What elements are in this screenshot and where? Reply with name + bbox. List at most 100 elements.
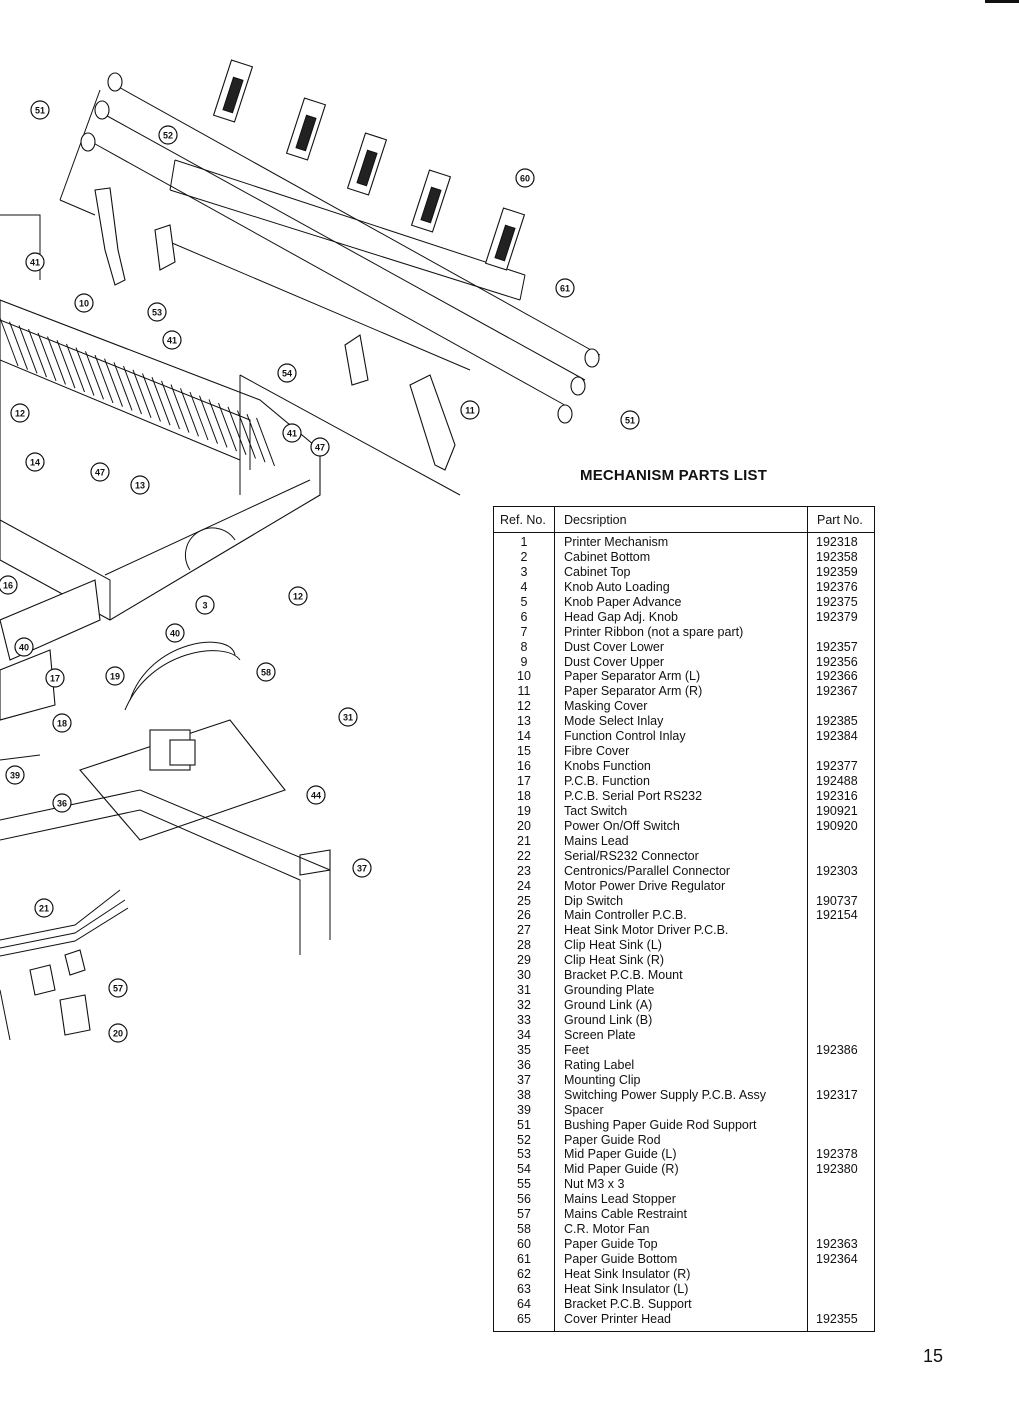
ref-cell: 7 bbox=[520, 624, 528, 639]
platen-slat bbox=[66, 343, 85, 393]
description-cell: Bracket P.C.B. Mount bbox=[564, 968, 683, 983]
svg-text:53: 53 bbox=[152, 308, 162, 318]
ref-cell: 60 bbox=[517, 1237, 531, 1252]
table-row: 62 Heat Sink Insulator (R) bbox=[494, 1267, 874, 1282]
description-cell: C.R. Motor Fan bbox=[564, 1222, 650, 1237]
ref-cell: 36 bbox=[517, 1057, 531, 1072]
callout-31: 31 bbox=[338, 707, 358, 727]
callout-58: 58 bbox=[256, 662, 276, 682]
table-row: 36 Rating Label bbox=[494, 1058, 874, 1073]
ref-cell: 53 bbox=[517, 1147, 531, 1162]
description-cell: Masking Cover bbox=[564, 699, 648, 714]
callout-13: 13 bbox=[130, 475, 150, 495]
description-cell: Heat Sink Motor Driver P.C.B. bbox=[564, 923, 729, 938]
callout-19: 19 bbox=[105, 666, 125, 686]
platen-slat bbox=[161, 380, 180, 430]
svg-text:19: 19 bbox=[110, 672, 120, 682]
svg-text:10: 10 bbox=[79, 299, 89, 309]
svg-text:57: 57 bbox=[113, 984, 123, 994]
description-cell: Head Gap Adj. Knob bbox=[564, 609, 678, 624]
callout-12: 12 bbox=[288, 586, 308, 606]
platen-slat bbox=[104, 358, 123, 407]
description-cell: Tact Switch bbox=[564, 803, 628, 818]
svg-text:44: 44 bbox=[311, 791, 321, 801]
callout-14: 14 bbox=[25, 452, 45, 472]
description-cell: P.C.B. Serial Port RS232 bbox=[564, 788, 703, 803]
description-cell: Serial/RS232 Connector bbox=[564, 848, 699, 863]
header-ref: Ref. No. bbox=[500, 513, 546, 527]
callout-61: 61 bbox=[555, 278, 575, 298]
description-cell: Paper Guide Top bbox=[564, 1237, 658, 1252]
description-cell: Clip Heat Sink (L) bbox=[564, 938, 662, 953]
description-cell: Paper Separator Arm (R) bbox=[564, 684, 703, 699]
ref-cell: 29 bbox=[517, 953, 531, 968]
callout-10: 10 bbox=[74, 293, 94, 313]
ref-cell: 62 bbox=[517, 1266, 531, 1281]
ref-cell: 1 bbox=[520, 535, 528, 549]
callout-52: 52 bbox=[158, 125, 178, 145]
svg-text:13: 13 bbox=[135, 481, 145, 491]
svg-text:41: 41 bbox=[287, 429, 297, 439]
platen-slat bbox=[113, 362, 133, 411]
callout-36: 36 bbox=[52, 793, 72, 813]
ref-cell: 27 bbox=[517, 923, 531, 938]
platen-slat bbox=[151, 377, 171, 426]
description-cell: Switching Power Supply P.C.B. Assy bbox=[564, 1087, 766, 1102]
callout-37: 37 bbox=[352, 858, 372, 878]
part-number-cell: 192316 bbox=[816, 788, 858, 803]
ref-cell: 20 bbox=[517, 818, 531, 833]
callout-44: 44 bbox=[306, 785, 326, 805]
part-number-cell: 192385 bbox=[816, 714, 858, 729]
svg-text:20: 20 bbox=[113, 1029, 123, 1039]
callout-12: 12 bbox=[10, 403, 30, 423]
platen-slat bbox=[18, 325, 38, 374]
description-cell: Paper Separator Arm (L) bbox=[564, 669, 701, 684]
description-cell: Grounding Plate bbox=[564, 983, 655, 998]
callout-markers: 5152606141105312415411511447134147312164… bbox=[0, 100, 640, 1043]
column-divider bbox=[807, 507, 808, 1331]
ref-cell: 38 bbox=[517, 1087, 531, 1102]
description-cell: Heat Sink Insulator (R) bbox=[564, 1266, 691, 1281]
description-cell: Power On/Off Switch bbox=[564, 818, 680, 833]
svg-text:40: 40 bbox=[19, 643, 29, 653]
svg-text:58: 58 bbox=[261, 668, 271, 678]
svg-text:51: 51 bbox=[625, 416, 635, 426]
ref-cell: 5 bbox=[520, 594, 528, 609]
callout-41: 41 bbox=[25, 252, 45, 272]
ref-cell: 56 bbox=[517, 1192, 531, 1207]
ref-cell: 54 bbox=[517, 1162, 531, 1177]
ref-cell: 23 bbox=[517, 863, 531, 878]
svg-text:37: 37 bbox=[357, 864, 367, 874]
svg-text:31: 31 bbox=[343, 713, 353, 723]
description-cell: Rating Label bbox=[564, 1057, 635, 1072]
part-number-cell: 192386 bbox=[816, 1042, 858, 1057]
platen-slat bbox=[208, 399, 228, 448]
part-number-cell: 192384 bbox=[816, 729, 858, 744]
part-number-cell: 192378 bbox=[816, 1147, 858, 1162]
svg-text:41: 41 bbox=[167, 336, 177, 346]
description-cell: Knobs Function bbox=[564, 759, 651, 774]
ref-cell: 15 bbox=[517, 744, 531, 759]
ref-cell: 25 bbox=[517, 893, 531, 908]
platen-slat bbox=[170, 384, 190, 433]
platen-slat bbox=[47, 336, 66, 385]
svg-text:36: 36 bbox=[57, 799, 67, 809]
ref-cell: 34 bbox=[517, 1027, 531, 1042]
callout-51: 51 bbox=[620, 410, 640, 430]
ref-cell: 10 bbox=[517, 669, 531, 684]
column-divider bbox=[554, 507, 555, 1331]
svg-text:3: 3 bbox=[202, 601, 207, 611]
